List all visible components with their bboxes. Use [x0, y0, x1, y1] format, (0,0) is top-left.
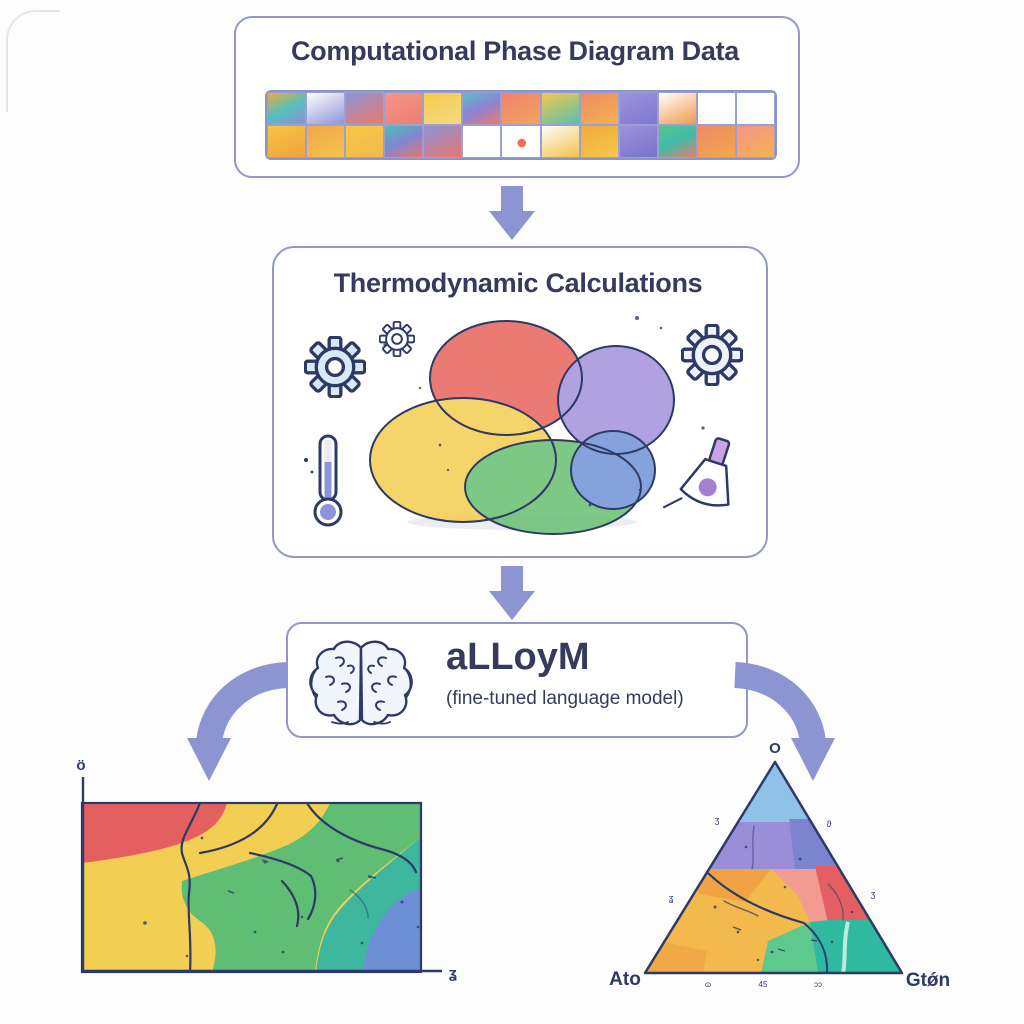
venn-diagram — [370, 321, 674, 534]
thermometer-icon — [304, 434, 343, 527]
flask-icon — [662, 437, 731, 509]
gear-icon — [681, 324, 743, 386]
phase-tile — [384, 125, 424, 158]
binary-phase-diagram: ö ʓ — [76, 757, 457, 982]
phase-boundaries — [180, 801, 418, 974]
phase-tile — [501, 92, 541, 125]
curved-arrow-left-icon — [187, 662, 289, 781]
phase-tile — [462, 92, 502, 125]
phase-tile — [696, 92, 736, 125]
speckles — [713, 845, 854, 962]
venn-outlines — [369, 320, 675, 535]
phase-tile — [657, 92, 697, 125]
speckles — [383, 316, 705, 507]
phase-tile — [423, 125, 463, 158]
phase-tile — [540, 125, 580, 158]
phase-tile — [267, 125, 307, 158]
x-axis-label: ʓ — [449, 965, 457, 982]
tick-label: 45 — [759, 980, 768, 989]
phase-tile — [735, 92, 775, 125]
gear-icon — [379, 321, 415, 357]
axes — [81, 777, 442, 973]
gear-icon — [304, 336, 366, 398]
phase-tile — [306, 125, 346, 158]
phase-tile — [618, 92, 658, 125]
calc-illustration — [304, 316, 743, 535]
phase-tile — [462, 125, 502, 158]
ternary-regions — [645, 762, 902, 973]
tick-label: ɷ — [705, 980, 711, 989]
phase-tile — [423, 92, 463, 125]
arrow-down-icon — [489, 186, 535, 240]
ternary-phase-diagram: O Ato Gtǿn ʒ ʓ ϑ ʒ ɷ 45 ɔɔ — [609, 740, 950, 991]
tick-label: ϑ — [827, 819, 832, 829]
model-subtitle: (fine-tuned language model) — [446, 688, 684, 709]
apex-label: O — [769, 740, 781, 757]
binary-regions — [82, 803, 421, 972]
phase-tile — [618, 125, 658, 158]
top-box-title: Computational Phase Diagram Data — [290, 36, 739, 66]
phase-tile — [345, 92, 385, 125]
phase-tile — [696, 125, 736, 158]
speckles — [143, 836, 420, 958]
decorative-corner — [6, 10, 60, 112]
right-vertex-label: Gtǿn — [906, 970, 950, 991]
arrow-down-icon — [489, 566, 535, 620]
phase-tile — [384, 92, 424, 125]
phase-tile — [306, 92, 346, 125]
phase-tile-grid — [265, 90, 777, 160]
curved-arrow-right-icon — [733, 662, 835, 781]
phase-tile — [501, 125, 541, 158]
phase-tile — [735, 125, 775, 158]
calc-box-title: Thermodynamic Calculations — [333, 268, 703, 298]
phase-tile — [579, 125, 619, 158]
phase-tile — [657, 125, 697, 158]
edge-ticks: ʒ ʓ ϑ ʒ ɷ 45 ɔɔ — [669, 815, 876, 989]
brain-icon — [309, 640, 413, 726]
tick-label: ʒ — [871, 889, 876, 899]
phase-tile — [540, 92, 580, 125]
tick-label: ʒ — [715, 815, 720, 825]
phase-tile — [267, 92, 307, 125]
model-title: aLLoyM — [446, 636, 590, 678]
phase-tile — [345, 125, 385, 158]
phase-tile — [579, 92, 619, 125]
tick-label: ʓ — [669, 893, 674, 904]
left-vertex-label: Ato — [609, 969, 641, 990]
y-axis-label: ö — [76, 757, 85, 774]
tick-label: ɔɔ — [814, 980, 822, 989]
